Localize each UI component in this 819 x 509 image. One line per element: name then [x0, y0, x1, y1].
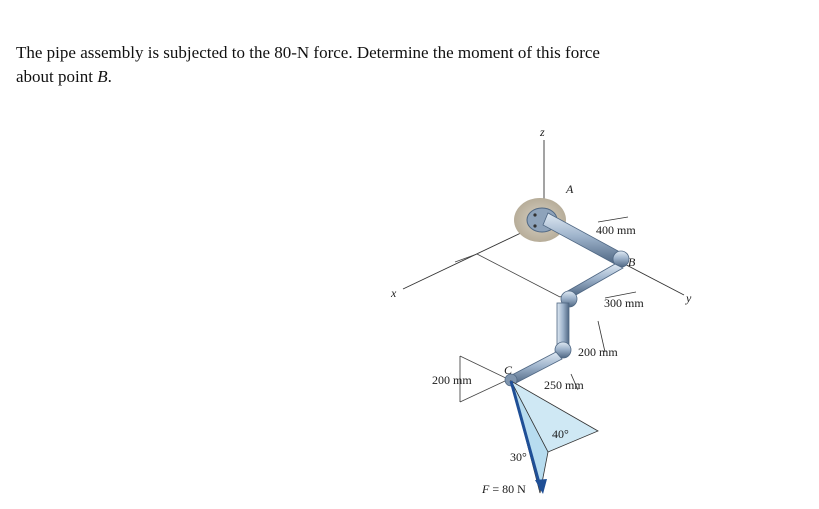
angle-40-label: 40° — [552, 427, 569, 441]
dimension-200-left-label: 200 mm — [432, 373, 472, 387]
point-c-label: C — [504, 363, 513, 377]
axis-z-label: z — [539, 125, 545, 139]
problem-line-1: The pipe assembly is subjected to the 80… — [16, 43, 600, 62]
problem-statement: The pipe assembly is subjected to the 80… — [16, 41, 776, 89]
point-a-label: A — [565, 182, 574, 196]
dimension-250-label: 250 mm — [544, 378, 584, 392]
dimension-400-label: 400 mm — [596, 223, 636, 237]
dimension-300-label: 300 mm — [604, 296, 644, 310]
angle-30-label: 30° — [510, 450, 527, 464]
force-label: F = 80 N — [481, 482, 526, 496]
pipe — [504, 212, 630, 387]
force-vector — [509, 380, 543, 491]
dimension-200-right-label: 200 mm — [578, 345, 618, 359]
force-arrowhead — [535, 479, 547, 494]
axis-x-label: x — [390, 286, 397, 300]
force-value: = 80 N — [489, 482, 526, 496]
dimension-lines — [459, 216, 637, 402]
problem-point-b: B — [97, 67, 108, 86]
force-symbol: F — [481, 482, 490, 496]
point-b-label: B — [628, 255, 636, 269]
problem-line-2-suffix: . — [107, 67, 112, 86]
problem-line-2-prefix: about point — [16, 67, 98, 86]
axis-y-label: y — [685, 291, 692, 305]
